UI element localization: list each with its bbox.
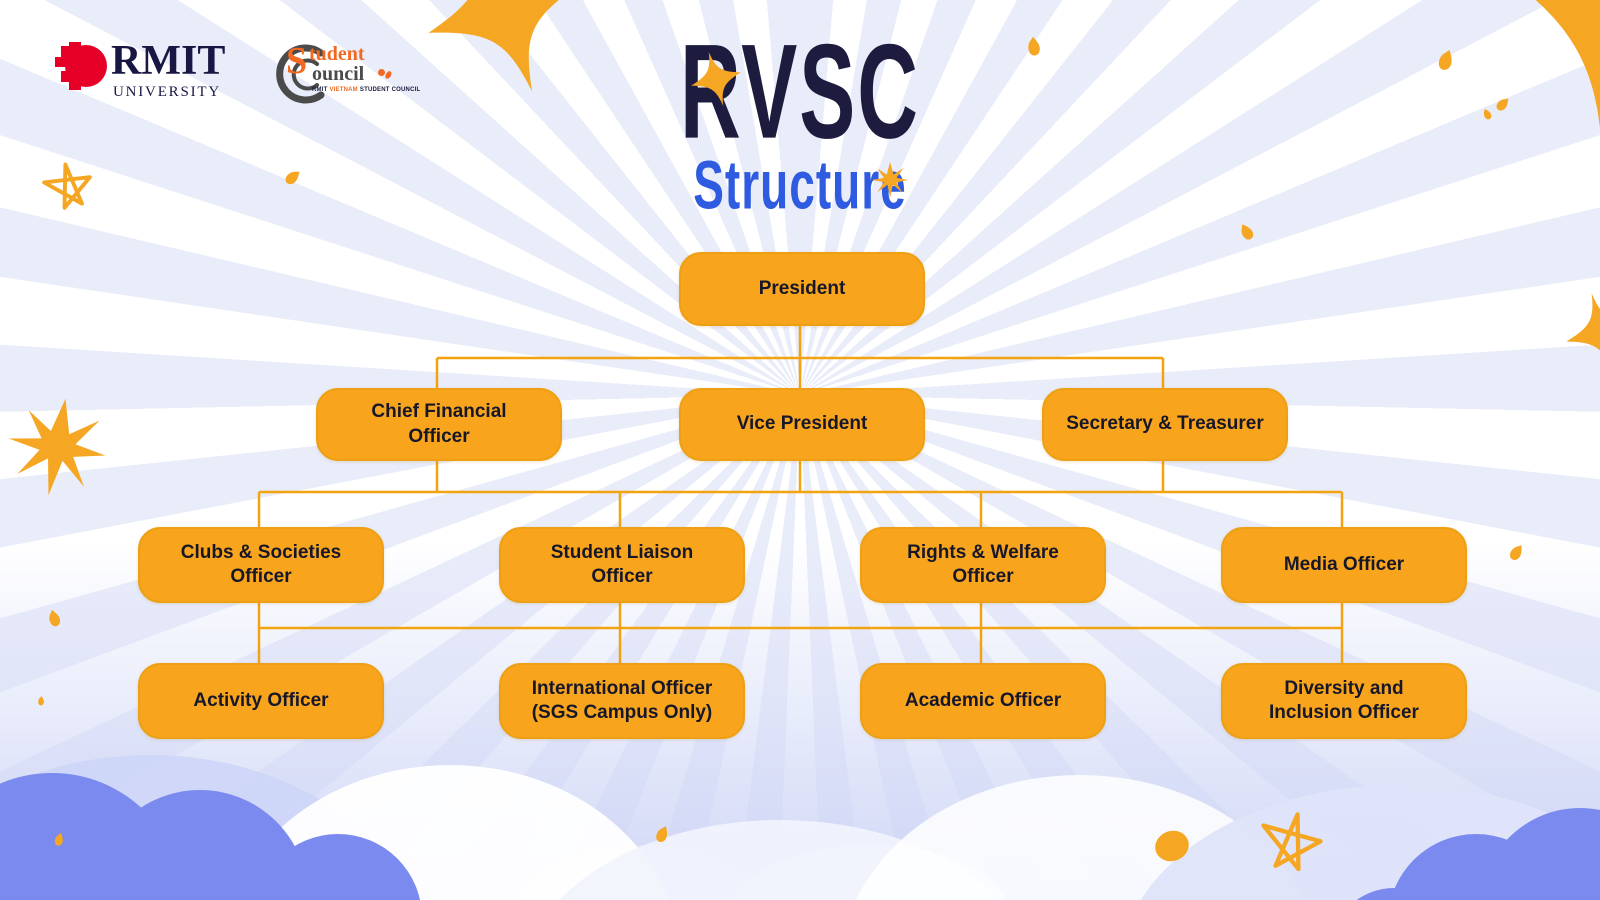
org-node-label: Diversity and [1284, 677, 1404, 699]
org-node-label: Media Officer [1283, 553, 1405, 575]
council-dot-icon [378, 69, 385, 76]
org-node-activity-officer: Activity Officer [138, 663, 384, 739]
org-node-label2: Inclusion Officer [1269, 702, 1419, 723]
org-node-label2: Officer [591, 566, 653, 587]
title-burst-icon [872, 162, 908, 198]
org-node-label: Student Liaison [550, 541, 694, 563]
council-word-student: tudent [309, 43, 365, 65]
org-node-media-officer: Media Officer [1221, 527, 1467, 603]
org-node-president: President [679, 252, 925, 326]
org-node-clubs-societies-officer: Clubs & Societies Officer [138, 527, 384, 603]
title-sparkle-icon [691, 51, 741, 107]
org-node-academic-officer: Academic Officer [860, 663, 1106, 739]
org-node-label: President [758, 277, 846, 299]
org-node-label: International Officer [531, 677, 713, 699]
rmit-subtitle: UNIVERSITY [113, 84, 221, 100]
council-tagline-part: STUDENT [359, 87, 390, 93]
org-node-label2: (SGS Campus Only) [531, 702, 713, 723]
title-structure: Structure [693, 145, 907, 224]
title-rvsc: RVSC [680, 16, 920, 167]
council-s-initial: S [286, 40, 308, 82]
rmit-wordmark: RMIT [111, 38, 226, 84]
org-node-student-liaison-officer: Student Liaison Officer [499, 527, 745, 603]
council-tagline-part: VIETNAM [329, 87, 358, 93]
council-word-council: ouncil [312, 63, 365, 85]
rmit-logo: RMIT UNIVERSITY [55, 38, 235, 102]
org-node-label: Secretary & Treasurer [1066, 413, 1264, 435]
council-comma-icon [384, 70, 393, 80]
org-node-vice-president: Vice President [679, 388, 925, 461]
org-node-secretary-treasurer: Secretary & Treasurer [1042, 388, 1288, 461]
org-node-label: Clubs & Societies [180, 541, 342, 563]
org-node-label: Rights & Welfare [907, 541, 1059, 563]
page-title: RVSC Structure [0, 0, 1600, 230]
org-node-chief-financial-officer: Chief Financial Officer [316, 388, 562, 461]
org-node-label: Chief Financial [371, 401, 507, 423]
council-tagline-part: COUNCIL [391, 87, 421, 93]
rmit-mark-icon [55, 42, 107, 90]
org-node-international-officer: International Officer (SGS Campus Only) [499, 663, 745, 739]
org-node-label: Vice President [736, 413, 868, 435]
org-node-label2: Officer [408, 425, 470, 447]
org-node-label: Academic Officer [904, 689, 1062, 711]
council-tagline-part: RMIT [312, 87, 328, 93]
org-node-label2: Officer [230, 566, 292, 587]
org-node-rights-welfare-officer: Rights & Welfare Officer [860, 527, 1106, 603]
org-node-label2: Officer [952, 566, 1014, 587]
council-c-ring-icon [276, 44, 325, 104]
org-node-diversity-inclusion-officer: Diversity and Inclusion Officer [1221, 663, 1467, 739]
org-node-label: Activity Officer [193, 689, 329, 711]
